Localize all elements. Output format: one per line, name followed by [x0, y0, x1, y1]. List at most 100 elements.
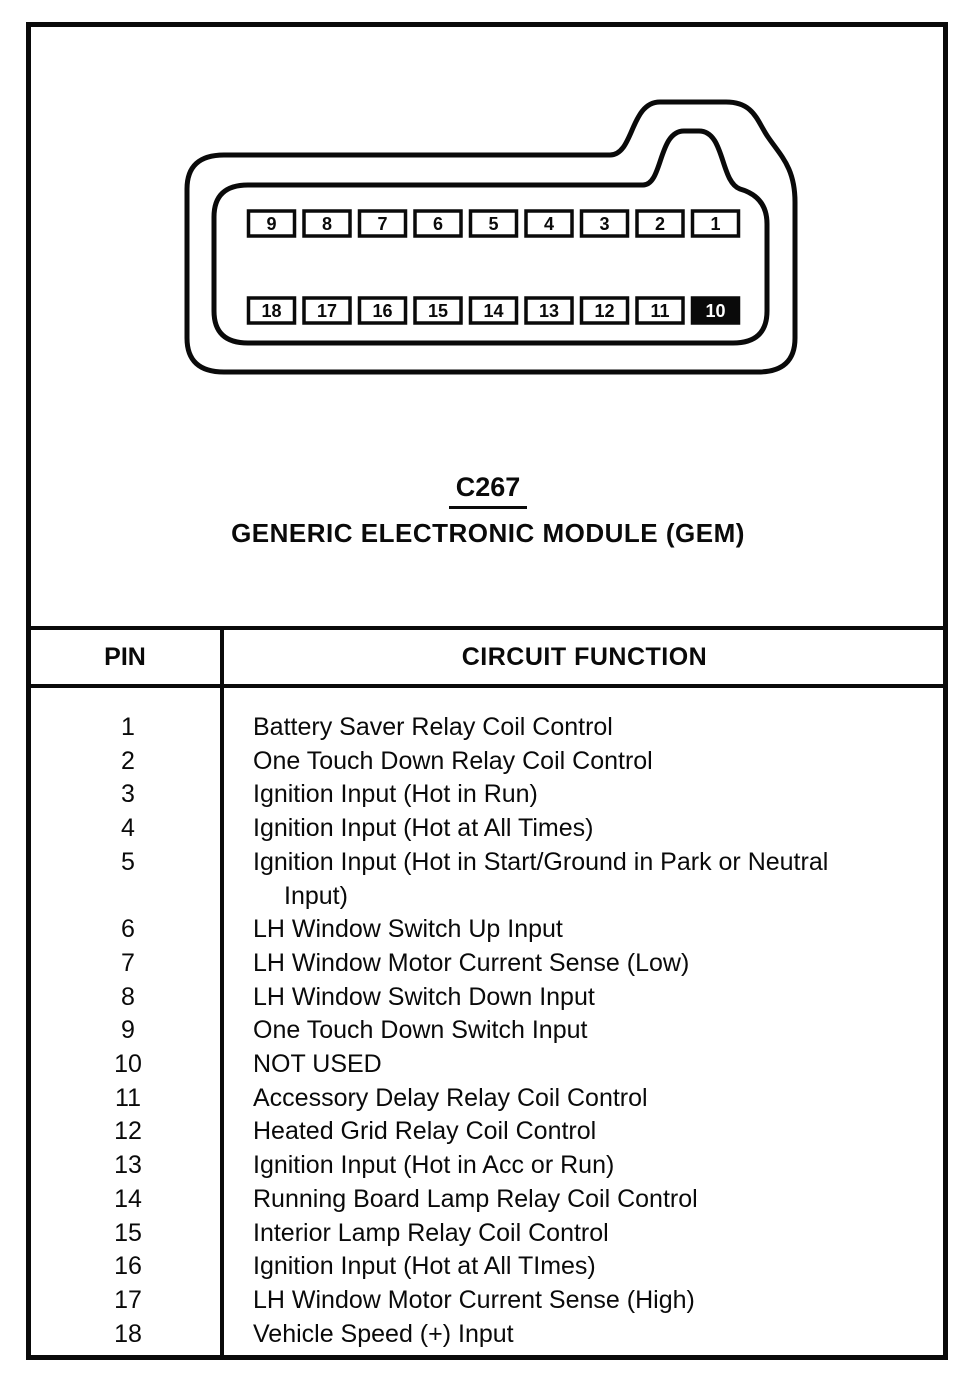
- pin-label-13: 13: [539, 301, 559, 321]
- circuit-function-cell: Battery Saver Relay Coil Control: [253, 713, 613, 741]
- circuit-function-cell: Ignition Input (Hot at All Times): [253, 814, 594, 843]
- pin-number-cell: 3: [121, 780, 135, 809]
- connector-id: C267: [28, 472, 948, 509]
- circuit-function-column-header: CIRCUIT FUNCTION: [461, 642, 708, 671]
- pin-box-10-highlighted: [690, 296, 741, 325]
- connector-inner-outline: [211, 128, 770, 346]
- table-row: 9 One Touch Down Switch Input: [33, 1014, 945, 1048]
- circuit-function-cell: One Touch Down Relay Coil Control: [253, 746, 653, 775]
- table-row: 5 Ignition Input (Hot in Start/Ground in…: [33, 846, 945, 913]
- pin-number-cell: 17: [114, 1285, 142, 1314]
- table-row: 2 One Touch Down Relay Coil Control: [33, 745, 945, 779]
- pin-number-cell: 2: [121, 746, 135, 775]
- table-row: 14 Running Board Lamp Relay Coil Control: [33, 1183, 945, 1217]
- table-row: 1 Battery Saver Relay Coil Control: [33, 711, 945, 745]
- pin-label-4: 4: [544, 214, 554, 234]
- table-row: 12 Heated Grid Relay Coil Control: [33, 1115, 945, 1149]
- circuit-function-cell: Ignition Input (Hot in Acc or Run): [253, 1151, 615, 1180]
- pin-number-cell: 12: [114, 1117, 142, 1146]
- pin-box-9: [246, 209, 297, 238]
- pin-label-1: 1: [710, 214, 720, 234]
- connector-diagram: 9 8 7 6 5 4 3 2 1 18 17 16 15: [184, 99, 798, 375]
- circuit-function-cell: Accessory Delay Relay Coil Control: [253, 1083, 648, 1112]
- circuit-function-cell: Vehicle Speed (+) Input: [253, 1319, 514, 1348]
- circuit-function-cell: Ignition Input (Hot in Start/Ground in P…: [253, 847, 829, 910]
- connector-outer-outline: [184, 99, 798, 375]
- pin-number-cell: 10: [114, 1050, 142, 1079]
- pin-box-3: [579, 209, 630, 238]
- pin-label-11: 11: [650, 301, 669, 321]
- pin-number-cell: 8: [121, 982, 135, 1011]
- pin-label-14: 14: [483, 301, 503, 321]
- pin-label-7: 7: [377, 214, 387, 234]
- pin-box-7: [357, 209, 408, 238]
- pin-box-16: [357, 296, 408, 325]
- pin-number-cell: 14: [114, 1184, 142, 1213]
- pin-box-11: [635, 296, 685, 325]
- table-column-divider: [220, 626, 224, 1358]
- table-row: 18 Vehicle Speed (+) Input: [33, 1318, 945, 1352]
- pin-box-13: [524, 296, 574, 325]
- table-row: 6 LH Window Switch Up Input: [33, 913, 945, 947]
- pin-label-15: 15: [428, 301, 448, 321]
- pin-number-cell: 7: [121, 948, 135, 977]
- pin-box-2: [635, 209, 685, 238]
- pin-number-cell: 16: [114, 1252, 142, 1281]
- table-row: 15 Interior Lamp Relay Coil Control: [33, 1217, 945, 1251]
- pin-box-18: [246, 296, 297, 325]
- pin-number-cell: 5: [121, 847, 135, 876]
- circuit-function-cell: Ignition Input (Hot in Run): [253, 780, 538, 809]
- pin-row-bottom: 18 17 16 15 14 13 12 11 10: [246, 296, 741, 325]
- circuit-function-cell: Interior Lamp Relay Coil Control: [253, 1218, 609, 1247]
- circuit-function-cell: LH Window Motor Current Sense (High): [253, 1285, 695, 1314]
- connector-name: GENERIC ELECTRONIC MODULE (GEM): [231, 518, 745, 548]
- pin-label-8: 8: [322, 214, 332, 234]
- pin-box-12: [579, 296, 630, 325]
- table-row: 16 Ignition Input (Hot at All TImes): [33, 1250, 945, 1284]
- pin-label-2: 2: [655, 214, 665, 234]
- pin-box-15: [413, 296, 463, 325]
- pin-number-cell: 15: [114, 1218, 142, 1247]
- circuit-function-cell: LH Window Switch Up Input: [253, 915, 563, 944]
- pin-box-6: [413, 209, 463, 238]
- pin-number-cell: 18: [114, 1319, 142, 1348]
- pin-number-cell: 13: [114, 1151, 142, 1180]
- pin-box-8: [302, 209, 352, 238]
- pin-number-cell: 11: [115, 1083, 141, 1112]
- table-row: 7 LH Window Motor Current Sense (Low): [33, 947, 945, 981]
- circuit-function-cell: Running Board Lamp Relay Coil Control: [253, 1184, 698, 1213]
- page-border: [26, 22, 948, 1360]
- pin-label-18: 18: [261, 301, 281, 321]
- pin-label-6: 6: [433, 214, 443, 234]
- pin-box-5: [468, 209, 519, 238]
- pin-label-10: 10: [705, 301, 725, 321]
- circuit-function-cell: One Touch Down Switch Input: [253, 1016, 588, 1045]
- pin-box-14: [468, 296, 519, 325]
- pinout-table: 1 Battery Saver Relay Coil Control 2 One…: [33, 711, 945, 1351]
- table-row: 4 Ignition Input (Hot at All Times): [33, 812, 945, 846]
- table-row: 13 Ignition Input (Hot in Acc or Run): [33, 1149, 945, 1183]
- pin-label-3: 3: [599, 214, 609, 234]
- circuit-function-cell: LH Window Switch Down Input: [253, 982, 595, 1011]
- pin-number-cell: 4: [121, 814, 135, 843]
- pin-number-cell: 6: [121, 915, 135, 944]
- table-row: 3 Ignition Input (Hot in Run): [33, 778, 945, 812]
- circuit-function-cell: NOT USED: [253, 1050, 382, 1079]
- pin-number-cell: 9: [121, 1016, 135, 1045]
- table-row: 8 LH Window Switch Down Input: [33, 981, 945, 1015]
- circuit-function-cell: LH Window Motor Current Sense (Low): [253, 948, 690, 977]
- pin-box-17: [302, 296, 352, 325]
- pin-box-4: [524, 209, 574, 238]
- pin-label-5: 5: [488, 214, 498, 234]
- pin-column-header: PIN: [104, 642, 146, 671]
- pin-box-1: [690, 209, 741, 238]
- pin-label-12: 12: [594, 301, 614, 321]
- table-row: 11 Accessory Delay Relay Coil Control: [33, 1082, 945, 1116]
- pin-number-cell: 1: [121, 713, 135, 741]
- pin-label-9: 9: [266, 214, 276, 234]
- table-header-row: PIN CIRCUIT FUNCTION: [29, 626, 948, 688]
- circuit-function-cell: Ignition Input (Hot at All TImes): [253, 1252, 596, 1281]
- pin-row-top: 9 8 7 6 5 4 3 2 1: [246, 209, 741, 238]
- table-row: 17 LH Window Motor Current Sense (High): [33, 1284, 945, 1318]
